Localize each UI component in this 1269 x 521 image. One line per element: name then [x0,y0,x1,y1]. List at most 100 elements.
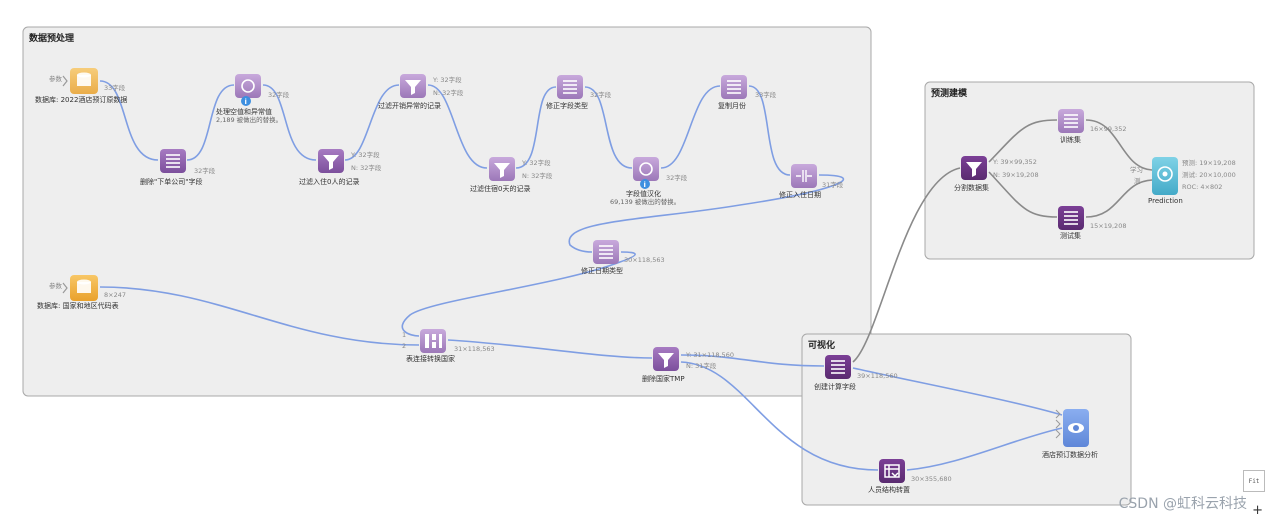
port-n: N: 32字段 [351,163,382,172]
fit-button[interactable]: Fit [1243,470,1265,492]
node-del-company[interactable]: 32字段 删除"下单公司"字段 [140,149,216,186]
edge [99,286,420,346]
node-pivot[interactable]: 30×355,680 人员结构转置 [868,459,952,494]
port-out: 8×247 [104,291,126,299]
port-in-2: 2 [402,342,406,350]
port-y: Y: 32字段 [432,75,462,84]
edge [680,361,879,471]
node-label: 字段值汉化 [626,189,661,198]
port-y: Y: 32字段 [521,158,551,167]
node-label: 测试集 [1060,231,1081,240]
edge [660,85,721,169]
port-out: 32字段 [194,166,216,175]
port-out-2: 测试: 20×10,000 [1182,170,1236,179]
group-preprocess[interactable]: 数据预处理 [22,26,872,397]
port-y: Y: 32字段 [350,150,380,159]
info-icon [640,179,650,189]
edge [447,339,653,359]
node-db-hotel[interactable]: 参数 33字段 数据库: 2022酒店预订原数据 [35,68,127,104]
watermark: CSDN @虹科云科技 [1118,496,1247,512]
edge [427,84,488,169]
node-missing[interactable]: i 32字段 处理空值和异常值 2,189 被做出的替换。 [216,74,290,124]
port-out-1: 预测: 19×19,208 [1182,158,1236,167]
port-out: 16×99,352 [1090,125,1126,133]
port-out: 32字段 [268,90,290,99]
node-copy-month[interactable]: 33字段 复制月份 [718,75,777,110]
port-in-2: 测 [1134,177,1141,185]
transpose-icon [879,459,905,483]
port-out: 33字段 [104,83,126,92]
port-n: N: 31字段 [686,361,717,370]
list-icon [825,355,851,379]
list-icon [160,149,186,173]
list-icon [593,240,619,264]
node-label: 数据库: 2022酒店预订原数据 [35,95,127,104]
port-in-1: 1 [402,331,406,339]
edge [1085,119,1153,171]
zoom-in-button[interactable]: + [1252,503,1263,518]
port-n: N: 32字段 [522,171,553,180]
node-filter-abn[interactable]: Y: 32字段 N: 32字段 过滤开销异常的记录 [378,74,464,110]
node-label: 修正入住日期 [779,190,821,199]
edge [988,171,1058,218]
port-out: 33字段 [755,90,777,99]
node-label: 过滤住宿0天的记录 [470,184,530,193]
node-split[interactable]: Y: 39×99,352 N: 39×19,208 分割数据集 [954,156,1039,192]
node-test[interactable]: 15×19,208 测试集 [1058,206,1126,240]
edge [852,167,961,363]
node-del-country[interactable]: Y: 31×118,560 N: 31字段 删除国家TMP [642,347,734,383]
edge [852,367,1063,416]
edge [584,86,633,169]
node-prediction[interactable]: 学习 测 预测: 19×19,208 测试: 20×10,000 ROC: 4×… [1130,157,1236,205]
port-out: 30×118,563 [624,256,665,264]
search-replace-icon [633,157,659,181]
node-sub: 2,189 被做出的替换。 [216,115,282,124]
node-sub: 69,139 被做出的替换。 [610,197,680,206]
edge [748,85,791,176]
node-label: 酒店预订数据分析 [1042,450,1098,459]
search-replace-icon [235,74,261,98]
edge [186,84,235,161]
node-fix-date[interactable]: 31字段 修正入住日期 [779,164,844,199]
port-n: N: 39×19,208 [993,171,1039,179]
svg-text:i: i [644,181,646,189]
node-fix-date-type[interactable]: 30×118,563 修正日期类型 [581,240,665,275]
node-label: 表连接转换国家 [406,354,455,363]
group-modeling[interactable]: 预测建模 [924,81,1255,260]
node-label: Prediction [1148,197,1183,205]
node-calc-field[interactable]: 39×118,560 创建计算字段 [814,355,898,391]
node-train[interactable]: 16×99,352 训练集 [1058,109,1126,144]
node-label: 训练集 [1060,135,1081,144]
node-label: 删除"下单公司"字段 [140,177,202,186]
node-label: 过滤开销异常的记录 [378,101,441,110]
port-out: 31字段 [822,180,844,189]
edge [515,86,557,169]
port-out: 15×19,208 [1090,222,1126,230]
node-db-country[interactable]: 参数 8×247 数据库: 国家和地区代码表 [37,275,126,310]
param-label: 参数 [49,74,63,83]
node-label: 创建计算字段 [814,382,856,391]
node-filter-zero[interactable]: Y: 32字段 N: 32字段 过滤入住0人的记录 [299,149,382,186]
node-label: 过滤入住0人的记录 [299,177,359,186]
merge-icon [791,164,817,188]
edge [262,84,317,161]
node-join-table[interactable]: 1 2 31×118,563 表连接转换国家 [402,329,495,363]
node-fix-type[interactable]: 32字段 修正字段类型 [546,75,612,110]
edge [1085,179,1153,218]
node-label: 修正日期类型 [581,266,623,275]
connections [99,80,1063,471]
node-label: 处理空值和异常值 [216,107,272,116]
list-icon [1058,109,1084,133]
node-label: 数据库: 国家和地区代码表 [37,301,119,310]
node-value-cn[interactable]: i 32字段 字段值汉化 69,139 被做出的替换。 [610,157,688,206]
connections-model [852,119,1153,363]
info-icon [241,96,251,106]
node-label: 修正字段类型 [546,101,588,110]
node-filter-nights[interactable]: Y: 32字段 N: 32字段 过滤住宿0天的记录 [470,157,553,193]
node-label: 复制月份 [718,101,746,110]
list-icon [557,75,583,99]
edge [99,80,159,161]
port-out: 32字段 [590,90,612,99]
node-analysis[interactable]: 酒店预订数据分析 [1042,409,1098,459]
